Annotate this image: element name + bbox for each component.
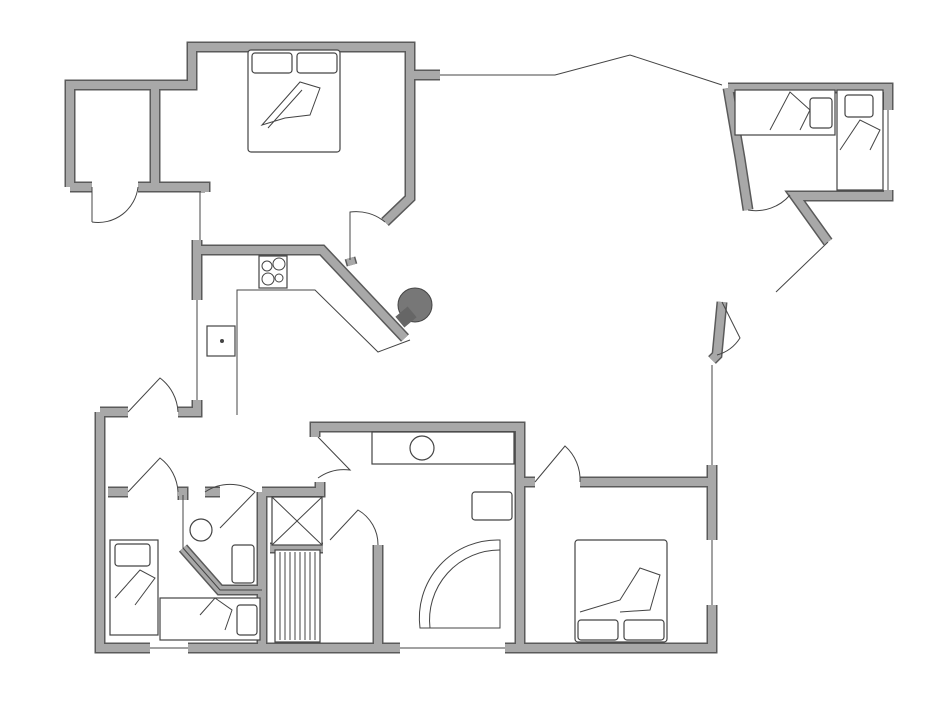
bathroom-fixtures <box>371 431 515 521</box>
single-bed-icon <box>109 539 261 641</box>
double-bed-icon <box>574 539 668 643</box>
wall <box>155 43 440 89</box>
toilet-icon <box>231 544 255 584</box>
stove-burners-icon <box>261 257 286 286</box>
drain-icon <box>220 339 224 343</box>
wall <box>787 190 892 245</box>
bunk-beds <box>734 89 884 191</box>
walls <box>64 41 894 654</box>
toilet-icon <box>471 491 513 521</box>
wall <box>197 246 408 341</box>
wall <box>505 605 716 652</box>
kitchen-counter <box>206 255 433 415</box>
sauna-bench-icon <box>274 549 321 643</box>
doors <box>91 186 791 629</box>
wall <box>382 47 414 225</box>
wall <box>178 400 201 416</box>
wall <box>311 423 524 648</box>
wall <box>724 87 752 211</box>
double-bed-icon <box>247 49 341 153</box>
sink-icon <box>409 435 435 461</box>
wall <box>64 79 161 187</box>
windows <box>150 54 889 649</box>
wall <box>728 84 892 110</box>
wall <box>268 482 324 496</box>
wall <box>66 81 159 187</box>
bathroom-fixtures <box>182 495 323 643</box>
wall <box>197 244 410 342</box>
wall <box>96 412 150 652</box>
wall <box>138 183 209 192</box>
sink-icon <box>189 518 213 542</box>
